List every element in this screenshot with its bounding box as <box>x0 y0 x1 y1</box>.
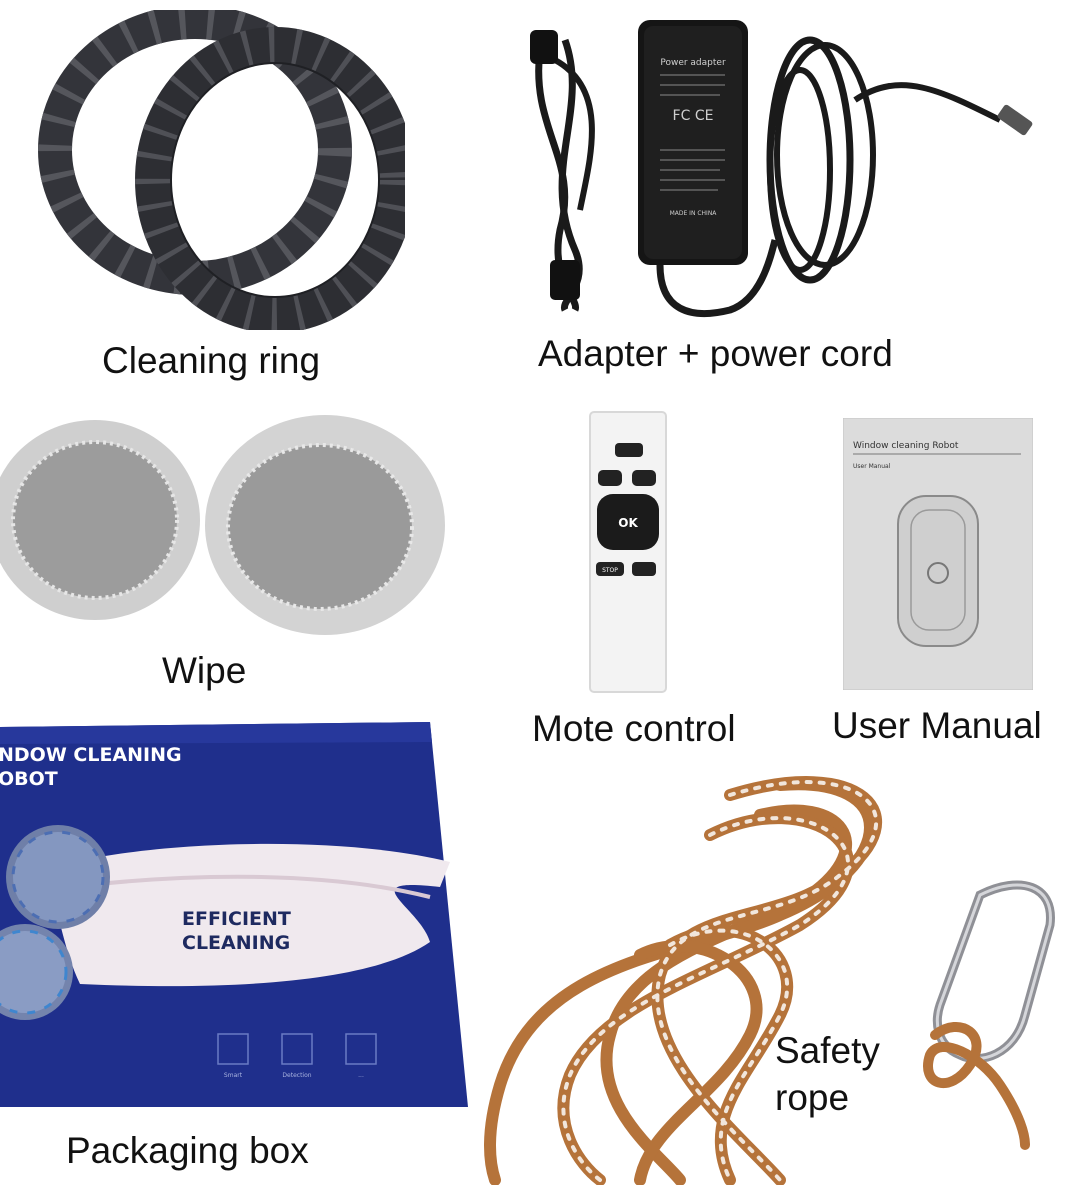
manual-title-text: Window cleaning Robot <box>853 441 959 451</box>
remote-control-image: OK STOP <box>588 410 668 695</box>
box-icon-label-2: Detection <box>282 1072 311 1079</box>
box-icon-label-3: ... <box>358 1072 364 1079</box>
wipe-image <box>0 405 460 655</box>
adapter-label: Adapter + power cord <box>538 333 893 374</box>
safety-rope-image <box>480 755 1080 1185</box>
cleaning-ring-image <box>35 10 405 330</box>
cleaning-ring-label: Cleaning ring <box>102 340 321 381</box>
power-adapter-image: Power adapter FC CE MADE IN CHINA <box>520 10 1060 330</box>
box-slogan-line1: EFFICIENT <box>182 908 291 930</box>
safety-rope-label-line1: Safety <box>775 1030 880 1071</box>
user-manual-label: User Manual <box>832 705 1042 746</box>
box-icon-label-1: Smart <box>224 1072 243 1079</box>
box-slogan-line2: CLEANING <box>182 932 291 954</box>
manual-subtitle-text: User Manual <box>853 463 891 470</box>
remote-stop-text: STOP <box>602 567 618 574</box>
box-title-line1: NDOW CLEANING <box>0 744 182 766</box>
packaging-box-image: Smart Detection ... NDOW CLEANING OBOT E… <box>0 722 470 1122</box>
wipe-label: Wipe <box>162 650 247 691</box>
box-title-line2: OBOT <box>0 768 58 790</box>
adapter-title-text: Power adapter <box>660 58 726 68</box>
adapter-cert-text: FC CE <box>673 108 714 124</box>
remote-ok-text: OK <box>618 516 638 530</box>
adapter-made-text: MADE IN CHINA <box>670 210 718 217</box>
packaging-box-label: Packaging box <box>66 1130 309 1171</box>
remote-label: Mote control <box>532 708 736 749</box>
safety-rope-label-line2: rope <box>775 1077 850 1118</box>
user-manual-image: Window cleaning Robot User Manual <box>843 418 1033 690</box>
